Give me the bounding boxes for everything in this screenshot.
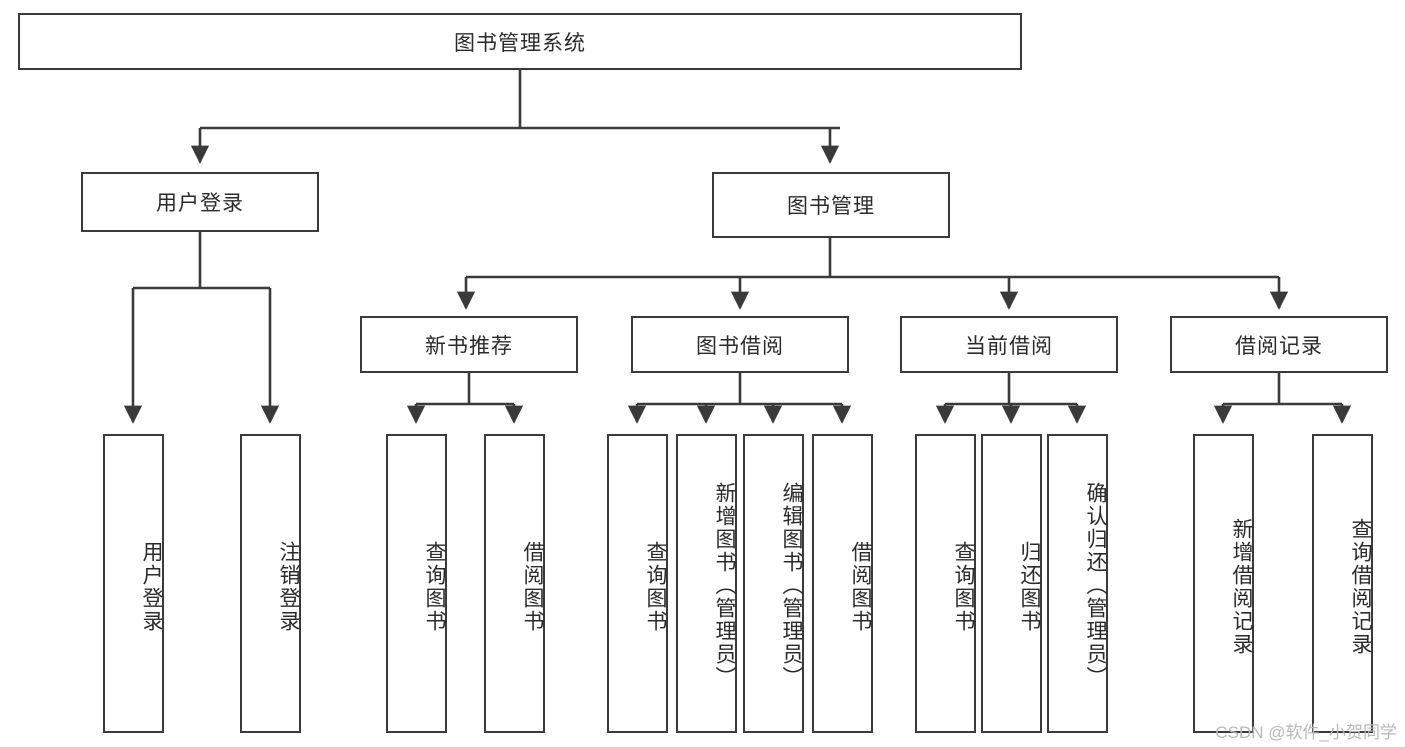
node-current-borrow[interactable]: 当前借阅 bbox=[900, 316, 1118, 373]
node-borrow-records[interactable]: 借阅记录 bbox=[1170, 316, 1388, 373]
node-book-borrow[interactable]: 图书借阅 bbox=[631, 316, 849, 373]
node-label: 新增借阅记录 bbox=[1230, 517, 1253, 656]
node-label: 编辑图书（管理员） bbox=[780, 482, 803, 689]
node-label: 借阅图书 bbox=[521, 540, 544, 633]
node-label: 查询图书 bbox=[644, 540, 667, 633]
node-borrow-borrow-book[interactable]: 借阅图书 bbox=[812, 434, 873, 733]
node-label: 查询图书 bbox=[423, 540, 446, 633]
node-user-login[interactable]: 用户登录 bbox=[81, 172, 319, 232]
node-label: 归还图书 bbox=[1018, 540, 1041, 633]
node-new-book-recommend[interactable]: 新书推荐 bbox=[360, 316, 578, 373]
node-root-system[interactable]: 图书管理系统 bbox=[18, 13, 1022, 70]
node-recommend-borrow-book[interactable]: 借阅图书 bbox=[484, 434, 545, 733]
node-recommend-query-book[interactable]: 查询图书 bbox=[386, 434, 447, 733]
node-user-login-login[interactable]: 用户登录 bbox=[103, 434, 164, 733]
node-book-management[interactable]: 图书管理 bbox=[712, 172, 950, 238]
node-label: 用户登录 bbox=[140, 540, 163, 633]
node-user-login-logout[interactable]: 注销登录 bbox=[240, 434, 301, 733]
node-label: 注销登录 bbox=[277, 540, 300, 633]
node-label: 查询借阅记录 bbox=[1349, 517, 1372, 656]
node-records-query-record[interactable]: 查询借阅记录 bbox=[1312, 434, 1373, 733]
node-current-confirm-return-admin[interactable]: 确认归还（管理员） bbox=[1047, 434, 1108, 733]
node-current-return-book[interactable]: 归还图书 bbox=[981, 434, 1042, 733]
node-current-query-book[interactable]: 查询图书 bbox=[915, 434, 976, 733]
node-label: 确认归还（管理员） bbox=[1084, 482, 1107, 689]
node-label: 查询图书 bbox=[952, 540, 975, 633]
watermark-text: CSDN @软件_小贺同学 bbox=[1215, 723, 1397, 742]
node-borrow-add-book-admin[interactable]: 新增图书（管理员） bbox=[676, 434, 737, 733]
node-label: 新增图书（管理员） bbox=[713, 482, 736, 689]
node-borrow-query-book[interactable]: 查询图书 bbox=[607, 434, 668, 733]
node-records-add-record[interactable]: 新增借阅记录 bbox=[1193, 434, 1254, 733]
node-borrow-edit-book-admin[interactable]: 编辑图书（管理员） bbox=[743, 434, 804, 733]
node-label: 借阅图书 bbox=[849, 540, 872, 633]
